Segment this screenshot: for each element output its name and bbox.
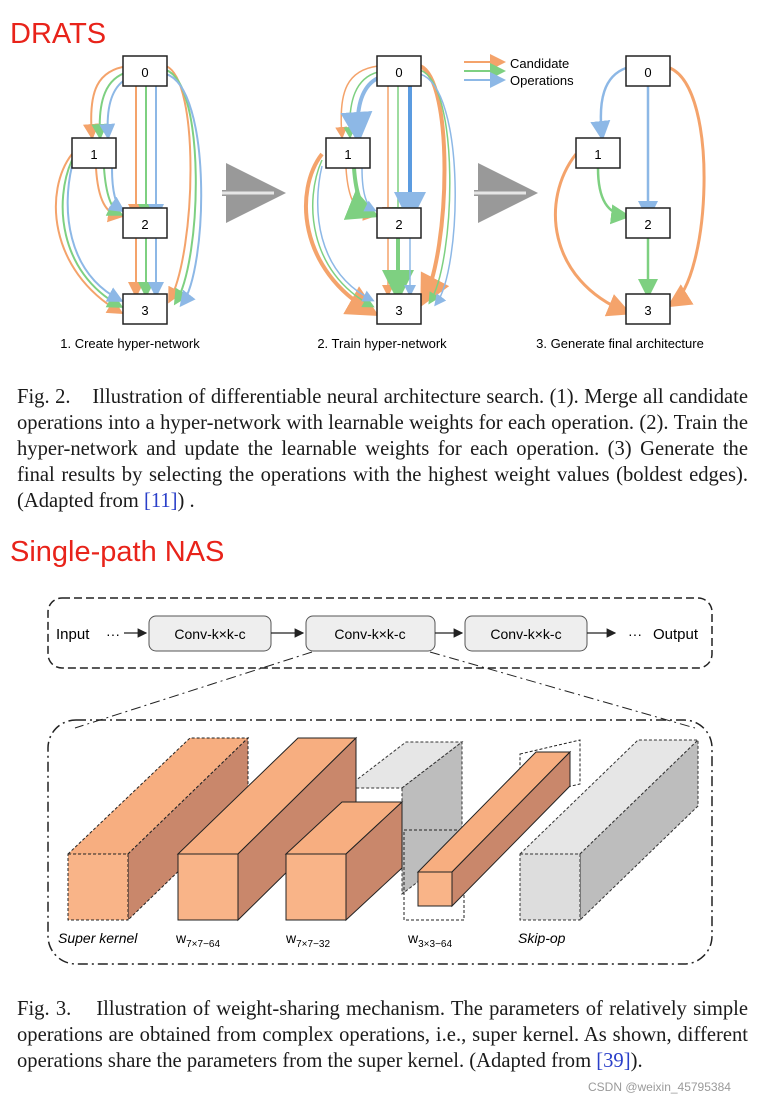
panel-final-architecture: [554, 66, 706, 317]
node-3: 3: [141, 303, 148, 318]
label-super-kernel: Super kernel: [58, 930, 138, 946]
legend: [464, 54, 506, 88]
svg-text:1: 1: [344, 147, 351, 162]
svg-text:0: 0: [395, 65, 402, 80]
citation-link[interactable]: [39]: [596, 1050, 631, 1072]
single-path-nas-diagram: Input ··· Conv-k×k-c Conv-k×k-c Conv-k×k…: [47, 597, 713, 965]
svg-text:1: 1: [594, 147, 601, 162]
label-w7x7-32: w7×7−32: [285, 930, 330, 950]
panel-create-hyper-network: [55, 65, 203, 315]
conv-block-3: Conv-k×k-c: [490, 626, 561, 642]
figure-2-caption: Fig. 2. Illustration of differentiable n…: [17, 386, 748, 512]
super-kernel-block: [66, 736, 250, 922]
step-3-label: 3. Generate final architecture: [536, 336, 704, 351]
step-1-label: 1. Create hyper-network: [60, 336, 200, 351]
pipeline-input: Input: [56, 626, 90, 643]
panel2-nodes: 0 1 2 3: [325, 55, 422, 325]
caption-text: Illustration of differentiable neural ar…: [17, 386, 748, 512]
citation-link[interactable]: [11]: [143, 490, 178, 512]
label-w3x3-64: w3×3−64: [407, 930, 452, 950]
darts-diagram: 0 1 2 3 1. Create hyper-network 0: [55, 54, 706, 351]
node-1: 1: [90, 147, 97, 162]
svg-text:2: 2: [644, 217, 651, 232]
panel1-nodes: 0 1 2 3: [71, 55, 168, 325]
section-title-single-path-nas: Single-path NAS: [10, 536, 225, 568]
conv-block-2: Conv-k×k-c: [334, 626, 405, 642]
svg-text:···: ···: [628, 626, 642, 642]
legend-label-line2: Operations: [510, 73, 574, 88]
pipeline-output: Output: [653, 626, 699, 643]
w7x7-64-block: [176, 736, 358, 922]
caption-label: Fig. 2.: [17, 386, 71, 408]
svg-text:3: 3: [644, 303, 651, 318]
caption-label: Fig. 3.: [17, 998, 72, 1020]
svg-text:2: 2: [395, 217, 402, 232]
w7x7-32-block: [284, 800, 404, 922]
section-title-drats: DRATS: [10, 18, 107, 50]
node-2: 2: [141, 217, 148, 232]
svg-text:0: 0: [644, 65, 651, 80]
caption-text: Illustration of weight-sharing mechanism…: [17, 998, 749, 1072]
panel-train-hyper-network: [304, 64, 456, 316]
label-skip-op: Skip-op: [518, 930, 566, 946]
node-0: 0: [141, 65, 148, 80]
figure-3-caption: Fig. 3. Illustration of weight-sharing m…: [17, 998, 749, 1072]
conv-block-1: Conv-k×k-c: [174, 626, 245, 642]
w3x3-64-block: [403, 739, 581, 921]
watermark: CSDN @weixin_45795384: [588, 1080, 731, 1094]
legend-label-line1: Candidate: [510, 56, 569, 71]
panel3-nodes: 0 1 2 3: [575, 55, 671, 325]
svg-text:3: 3: [395, 303, 402, 318]
label-w7x7-64: w7×7−64: [175, 930, 220, 950]
step-2-label: 2. Train hyper-network: [317, 336, 447, 351]
svg-text:···: ···: [106, 626, 120, 642]
skip-op-block: [518, 738, 700, 922]
